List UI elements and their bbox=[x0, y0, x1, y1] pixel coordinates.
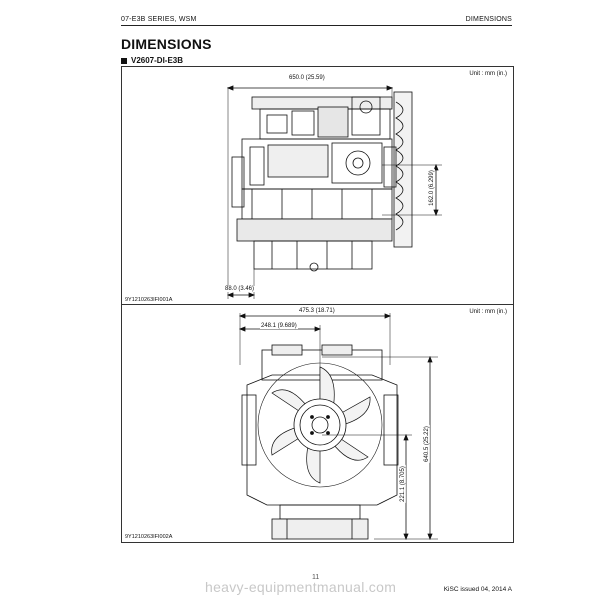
model-label: V2607-DI-E3B bbox=[131, 56, 184, 65]
dim-offset: 88.0 (3.46) bbox=[224, 286, 256, 292]
page-title: DIMENSIONS bbox=[121, 36, 212, 52]
bullet-square-icon bbox=[121, 57, 127, 64]
figure-code: 9Y1210263IFI001A bbox=[125, 297, 173, 303]
side-view-panel: Unit : mm (in.) bbox=[121, 66, 514, 306]
watermark-site: heavy-equipmentmanual.com bbox=[205, 579, 397, 595]
model-subtitle: V2607-DI-E3B bbox=[121, 56, 183, 65]
dim-half-width: 248.1 (9.689) bbox=[260, 323, 298, 329]
dim-width: 475.3 (18.71) bbox=[298, 308, 336, 314]
dim-lower-height: 221.1 (8.705) bbox=[399, 465, 406, 503]
engine-side-drawing bbox=[226, 85, 442, 299]
header-section: DIMENSIONS bbox=[465, 16, 512, 23]
header-rule bbox=[121, 25, 512, 26]
figure-code: 9Y1210263IFI002A bbox=[125, 534, 173, 540]
dim-height: 640.5 (25.22) bbox=[423, 425, 430, 463]
header-series: 07-E3B SERIES, WSM bbox=[121, 16, 197, 23]
unit-label: Unit : mm (in.) bbox=[469, 71, 507, 77]
dim-width: 650.0 (25.59) bbox=[288, 75, 326, 81]
unit-label: Unit : mm (in.) bbox=[469, 309, 507, 315]
front-view-panel: Unit : mm (in.) bbox=[121, 304, 514, 543]
dim-height: 162.0 (6.299) bbox=[428, 169, 435, 207]
page-number: 11 bbox=[312, 574, 320, 581]
engine-front-drawing bbox=[238, 313, 438, 541]
issue-label: KiSC issued 04, 2014 A bbox=[443, 586, 512, 593]
